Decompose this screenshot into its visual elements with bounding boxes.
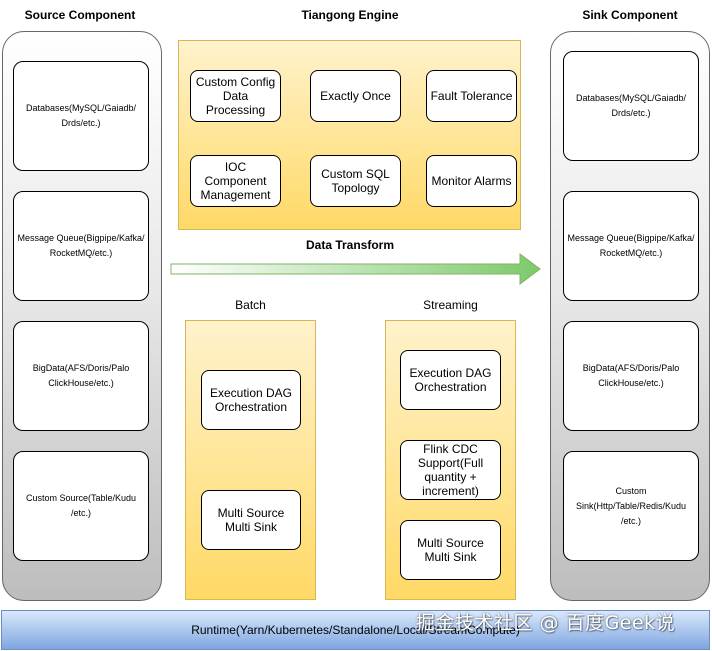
data-transform-label: Data Transform (305, 238, 395, 252)
watermark: 掘金技术社区 @ 百度Geek说 (416, 612, 676, 634)
data-transform-arrow (170, 253, 541, 285)
feature-label: Custom Config Data Processing (195, 75, 276, 117)
source-item-label: Message Queue(Bigpipe/Kafka/ RocketMQ/et… (17, 233, 145, 258)
batch-item-label: Execution DAG Orchestration (209, 386, 293, 414)
streaming-panel: Execution DAG Orchestration Flink CDC Su… (385, 320, 516, 600)
sink-item-bigdata[interactable]: BigData(AFS/Doris/Palo ClickHouse/etc.) (563, 321, 699, 431)
feature-exactly-once[interactable]: Exactly Once (310, 70, 401, 122)
feature-fault-tolerance[interactable]: Fault Tolerance (426, 70, 517, 122)
feature-label: Custom SQL Topology (321, 167, 390, 195)
sink-item-databases[interactable]: Databases(MySQL/Gaiadb/ Drds/etc.) (563, 51, 699, 161)
runtime-bar[interactable]: Runtime(Yarn/Kubernetes/Standalone/Local… (1, 610, 710, 650)
source-item-databases[interactable]: Databases(MySQL/Gaiadb/ Drds/etc.) (13, 61, 149, 171)
runtime-label: Runtime(Yarn/Kubernetes/Standalone/Local… (191, 623, 520, 637)
feature-label: Exactly Once (320, 89, 391, 103)
feature-monitor-alarms[interactable]: Monitor Alarms (426, 155, 517, 207)
feature-label: Monitor Alarms (431, 174, 512, 188)
engine-panel: Custom Config Data Processing Exactly On… (178, 40, 521, 230)
source-item-label: Custom Source(Table/Kudu /etc.) (25, 493, 137, 518)
sink-component-column: Databases(MySQL/Gaiadb/ Drds/etc.) Messa… (550, 31, 710, 601)
sink-item-message-queue[interactable]: Message Queue(Bigpipe/Kafka/ RocketMQ/et… (563, 191, 699, 301)
sink-item-custom-sink[interactable]: Custom Sink(Http/Table/Redis/Kudu /etc.) (563, 451, 699, 561)
streaming-item-label: Multi Source Multi Sink (417, 536, 484, 564)
source-item-label: Databases(MySQL/Gaiadb/ Drds/etc.) (25, 103, 137, 128)
streaming-item-label: Flink CDC Support(Full quantity + increm… (417, 442, 484, 498)
streaming-flink-cdc[interactable]: Flink CDC Support(Full quantity + increm… (400, 440, 501, 500)
feature-label: Fault Tolerance (430, 89, 513, 103)
feature-custom-config[interactable]: Custom Config Data Processing (190, 70, 281, 122)
sink-item-label: BigData(AFS/Doris/Palo ClickHouse/etc.) (582, 363, 680, 388)
streaming-multi-source-sink[interactable]: Multi Source Multi Sink (400, 520, 501, 580)
streaming-dag-orchestration[interactable]: Execution DAG Orchestration (400, 350, 501, 410)
batch-multi-source-sink[interactable]: Multi Source Multi Sink (201, 490, 301, 550)
feature-ioc-component[interactable]: IOC Component Management (190, 155, 281, 207)
engine-title: Tiangong Engine (301, 8, 399, 22)
source-item-custom-source[interactable]: Custom Source(Table/Kudu /etc.) (13, 451, 149, 561)
source-item-message-queue[interactable]: Message Queue(Bigpipe/Kafka/ RocketMQ/et… (13, 191, 149, 301)
sink-item-label: Databases(MySQL/Gaiadb/ Drds/etc.) (575, 93, 687, 118)
batch-title: Batch (235, 298, 266, 312)
sink-component-title: Sink Component (582, 8, 678, 22)
source-component-column: Databases(MySQL/Gaiadb/ Drds/etc.) Messa… (2, 31, 162, 601)
streaming-item-label: Execution DAG Orchestration (409, 366, 492, 394)
source-component-title: Source Component (24, 8, 136, 22)
feature-custom-sql[interactable]: Custom SQL Topology (310, 155, 401, 207)
batch-panel: Execution DAG Orchestration Multi Source… (185, 320, 316, 600)
sink-item-label: Message Queue(Bigpipe/Kafka/ RocketMQ/et… (567, 233, 695, 258)
feature-label: IOC Component Management (200, 160, 271, 202)
sink-item-label: Custom Sink(Http/Table/Redis/Kudu /etc.) (575, 485, 687, 526)
source-item-label: BigData(AFS/Doris/Palo ClickHouse/etc.) (32, 363, 130, 388)
source-item-bigdata[interactable]: BigData(AFS/Doris/Palo ClickHouse/etc.) (13, 321, 149, 431)
streaming-title: Streaming (423, 298, 478, 312)
batch-dag-orchestration[interactable]: Execution DAG Orchestration (201, 370, 301, 430)
batch-item-label: Multi Source Multi Sink (217, 506, 285, 534)
